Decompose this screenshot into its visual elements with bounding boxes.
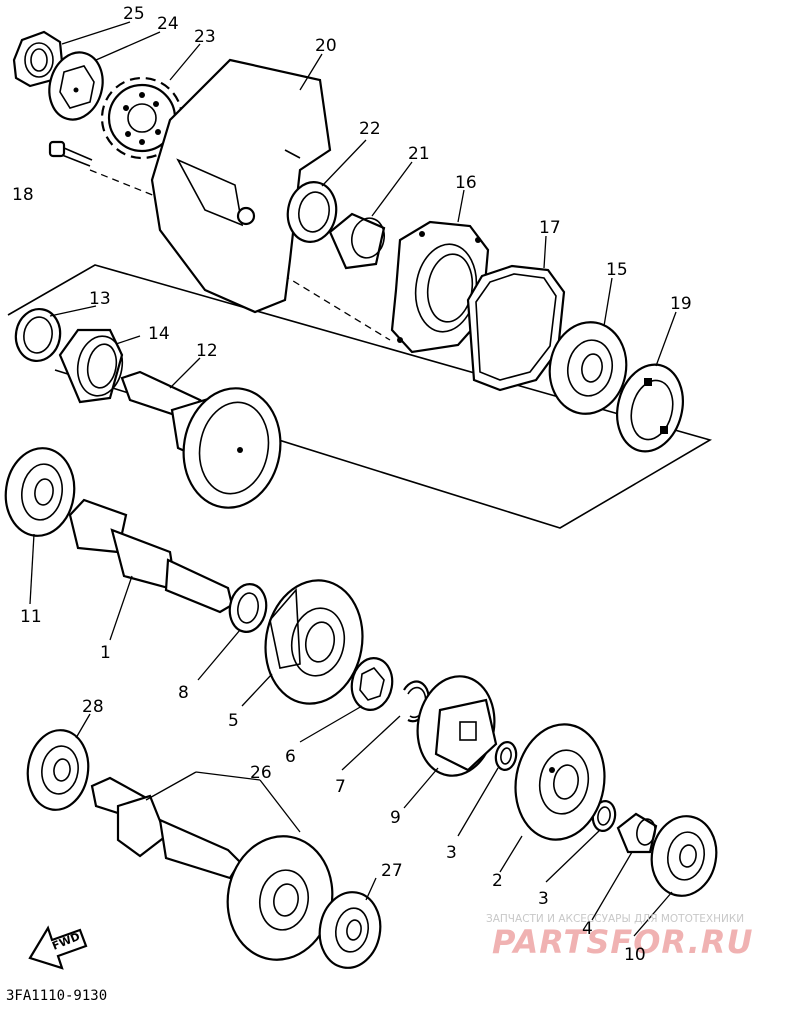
callout-10: 10: [624, 945, 646, 965]
part-15-bearing: [548, 321, 628, 415]
part-10-bearing: [650, 815, 718, 897]
part-1-main-shaft: [68, 498, 234, 614]
part-13-washer: [14, 308, 62, 362]
callout-18: 18: [12, 185, 34, 205]
callout-21: 21: [408, 144, 430, 164]
part-11-bearing: [4, 447, 76, 537]
callout-17: 17: [539, 218, 561, 238]
part-22-oil-seal: [286, 181, 338, 243]
watermark-caption: ЗАПЧАСТИ И АКСЕССУАРЫ ДЛЯ МОТОТЕХНИКИ: [486, 913, 744, 925]
part-2-gear: [514, 723, 606, 841]
callout-3-upper: 3: [446, 843, 457, 863]
part-14-needle-bearing: [58, 328, 124, 404]
part-12-gear-shaft: [120, 370, 282, 509]
part-5-gear: [264, 579, 364, 705]
part-20-sprocket-cover: [150, 58, 332, 314]
part-17-gasket: [466, 264, 566, 392]
part-9-clutch-dog: [416, 675, 498, 777]
fwd-arrow-icon: FWD: [28, 925, 88, 970]
callout-numbers: 25 24 23 20 22 21 16 17 15 19 18 13 14 1…: [12, 4, 692, 965]
callout-9: 9: [390, 808, 401, 828]
callout-23: 23: [194, 27, 216, 47]
callout-22: 22: [359, 119, 381, 139]
part-4-collar: [616, 812, 658, 854]
callout-11: 11: [20, 607, 42, 627]
callout-20: 20: [315, 36, 337, 56]
callout-25: 25: [123, 4, 145, 24]
callout-12: 12: [196, 341, 218, 361]
callout-1: 1: [100, 643, 111, 663]
callout-28: 28: [82, 697, 104, 717]
part-24-lock-washer: [48, 51, 104, 121]
leader-lines: [29, 21, 677, 937]
callout-6: 6: [285, 747, 296, 767]
callout-14: 14: [148, 324, 170, 344]
callout-4: 4: [582, 919, 593, 939]
part-19-lock-plate: [616, 363, 684, 453]
callout-8: 8: [178, 683, 189, 703]
diagram-code: 3FA1110-9130: [6, 988, 107, 1004]
callout-16: 16: [455, 173, 477, 193]
callout-15: 15: [606, 260, 628, 280]
callout-7: 7: [335, 777, 346, 797]
part-28-bearing: [26, 729, 90, 811]
callout-26: 26: [250, 763, 272, 783]
part-26-drive-axle: [90, 776, 334, 961]
watermark: ЗАПЧАСТИ И АКСЕССУАРЫ ДЛЯ МОТОТЕХНИКИ PA…: [486, 913, 753, 961]
part-16-bearing-housing: [390, 220, 490, 354]
part-27-bearing: [318, 891, 382, 969]
part-21-collar: [328, 212, 386, 270]
part-18-bolt: [48, 140, 93, 167]
callout-27: 27: [381, 861, 403, 881]
callout-3-lower: 3: [538, 889, 549, 909]
callout-13: 13: [89, 289, 111, 309]
callout-2: 2: [492, 871, 503, 891]
watermark-brand: PARTSFOR.RU: [492, 923, 753, 961]
callout-19: 19: [670, 294, 692, 314]
callout-5: 5: [228, 711, 239, 731]
part-6-splined-washer: [350, 657, 394, 711]
callout-24: 24: [157, 14, 179, 34]
part-8-washer: [228, 583, 268, 633]
part-3-washer-upper: [494, 741, 518, 771]
